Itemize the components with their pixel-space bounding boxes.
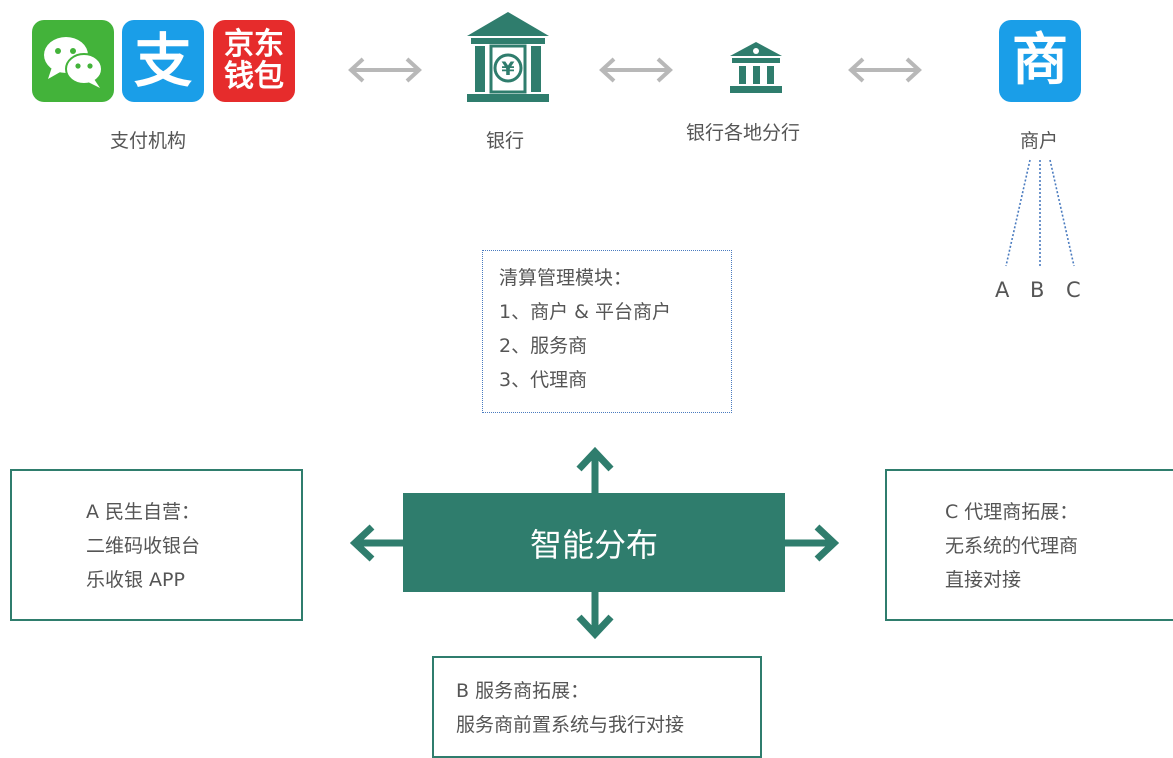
merchant-branch-lines — [1005, 159, 1075, 267]
self-operated-line: 乐收银 APP — [86, 569, 185, 591]
double-arrow-icon — [348, 57, 422, 83]
alipay-icon: 支 — [122, 20, 204, 102]
payment-institutions-label: 支付机构 — [110, 130, 187, 152]
agent-expansion-box: C 代理商拓展： 无系统的代理商 直接对接 — [885, 469, 1173, 621]
clearing-item: 2、服务商 — [499, 335, 588, 357]
merchant-label: 商户 — [1020, 130, 1059, 152]
self-operated-box: A 民生自营： 二维码收银台 乐收银 APP — [10, 469, 303, 621]
merchant-branch-a: A — [995, 278, 1010, 302]
self-operated-line: 二维码收银台 — [86, 535, 201, 557]
clearing-module-box: 清算管理模块： 1、商户 & 平台商户 2、服务商 3、代理商 — [482, 250, 732, 413]
arrow-up-icon — [576, 447, 614, 495]
merchant-branch-b: B — [1030, 278, 1045, 302]
merchant-branch-c: C — [1066, 278, 1081, 302]
wechat-icon — [32, 20, 114, 102]
bank-branch-icon — [730, 42, 782, 93]
service-provider-line: 服务商前置系统与我行对接 — [456, 714, 685, 736]
agent-expansion-line: 无系统的代理商 — [945, 535, 1079, 557]
arrow-down-icon — [576, 590, 614, 640]
arrow-left-icon — [350, 524, 406, 562]
service-provider-box: B 服务商拓展： 服务商前置系统与我行对接 — [432, 656, 762, 758]
agent-expansion-line: 直接对接 — [945, 569, 1022, 591]
bank-branches-label: 银行各地分行 — [686, 122, 801, 144]
service-provider-title: B 服务商拓展： — [456, 680, 590, 702]
agent-expansion-title: C 代理商拓展： — [945, 501, 1079, 523]
svg-text:¥: ¥ — [501, 58, 514, 80]
double-arrow-icon — [599, 57, 673, 83]
merchant-icon: 商 — [999, 20, 1081, 102]
smart-distribution-node: 智能分布 — [403, 493, 785, 592]
double-arrow-icon — [848, 57, 922, 83]
arrow-right-icon — [783, 524, 839, 562]
self-operated-title: A 民生自营： — [86, 501, 201, 523]
clearing-item: 1、商户 & 平台商户 — [499, 301, 671, 323]
jd-wallet-icon: 京东 钱包 — [213, 20, 295, 102]
clearing-module-title: 清算管理模块： — [499, 267, 633, 289]
bank-label: 银行 — [486, 130, 525, 152]
clearing-item: 3、代理商 — [499, 369, 588, 391]
bank-yuan-icon: ¥ — [467, 12, 549, 102]
